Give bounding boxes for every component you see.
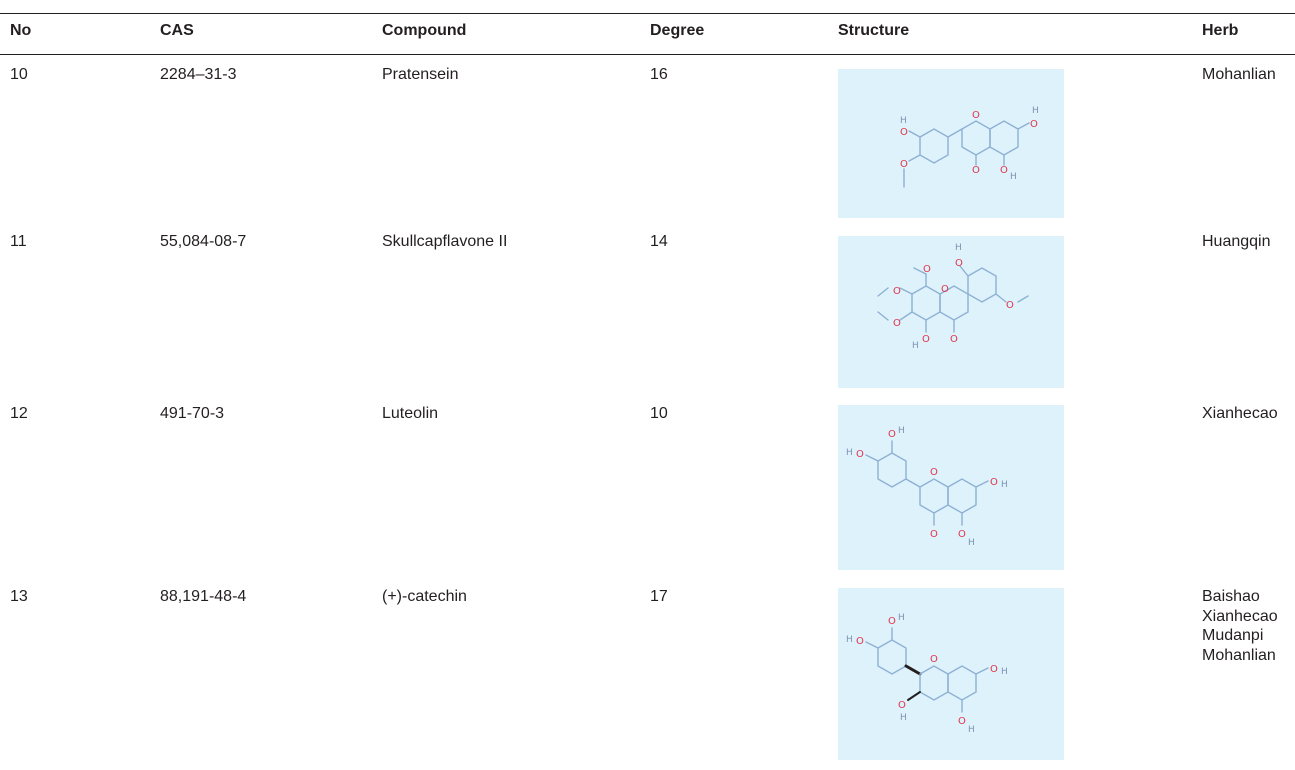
oxygen-label: O (990, 477, 998, 488)
table-top-rule (0, 13, 1295, 14)
herb-name: Mudanpi (1202, 627, 1264, 644)
oxygen-label: O (898, 700, 906, 711)
oxygen-label: O (930, 467, 938, 478)
hydrogen-label: H (968, 725, 975, 735)
header-herb: Herb (1202, 22, 1239, 39)
oxygen-label: O (888, 616, 896, 627)
header-compound: Compound (382, 22, 467, 39)
hydrogen-label: H (1032, 106, 1039, 116)
hydrogen-label: H (912, 341, 919, 351)
herb-name: Baishao (1202, 588, 1260, 605)
oxygen-label: O (950, 334, 958, 345)
oxygen-label: O (958, 716, 966, 727)
hydrogen-label: H (968, 538, 975, 548)
oxygen-label: O (888, 429, 896, 440)
cell-compound: (+)-catechin (382, 588, 467, 605)
header-no: No (10, 22, 32, 39)
cell-degree: 14 (650, 233, 668, 250)
oxygen-label: O (941, 284, 949, 295)
herb-name: Huangqin (1202, 233, 1271, 250)
oxygen-label: O (1030, 119, 1038, 130)
hydrogen-label: H (1010, 172, 1017, 182)
herb-name: Xianhecao (1202, 405, 1278, 422)
hydrogen-label: H (898, 426, 905, 436)
cell-compound: Skullcapflavone II (382, 233, 508, 250)
hydrogen-label: H (1001, 667, 1008, 677)
hydrogen-label: H (846, 448, 853, 458)
oxygen-label: O (900, 127, 908, 138)
oxygen-label: O (893, 286, 901, 297)
oxygen-label: O (900, 159, 908, 170)
cell-herb: Baishao Xianhecao Mudanpi Mohanlian (1202, 587, 1278, 665)
catechin-structure-icon: O H H O O O H O H O H (838, 588, 1064, 760)
hydrogen-label: H (846, 635, 853, 645)
oxygen-label: O (856, 449, 864, 460)
herb-name: Xianhecao (1202, 607, 1278, 625)
cell-cas: 88,191-48-4 (160, 588, 247, 605)
oxygen-label: O (930, 654, 938, 665)
oxygen-label: O (923, 264, 931, 275)
cell-degree: 10 (650, 405, 668, 422)
skullcapflavone-ii-structure-icon: O O O O H O O O H O (838, 236, 1064, 388)
cell-cas: 2284–31-3 (160, 66, 237, 83)
herb-name: Mohanlian (1202, 66, 1276, 83)
cell-herb: Huangqin (1202, 232, 1271, 252)
cell-herb: Xianhecao (1202, 404, 1278, 424)
oxygen-label: O (972, 110, 980, 121)
header-degree: Degree (650, 22, 705, 39)
hydrogen-label: H (1001, 480, 1008, 490)
cell-herb: Mohanlian (1202, 65, 1276, 85)
header-structure: Structure (838, 22, 910, 39)
hydrogen-label: H (955, 243, 962, 253)
oxygen-label: O (972, 165, 980, 176)
cell-no: 13 (10, 588, 28, 605)
luteolin-structure-icon: O H H O O O O H O H (838, 405, 1064, 570)
cell-compound: Pratensein (382, 66, 459, 83)
cell-no: 12 (10, 405, 28, 422)
oxygen-label: O (922, 334, 930, 345)
oxygen-label: O (893, 318, 901, 329)
cell-no: 10 (10, 66, 28, 83)
cell-cas: 55,084-08-7 (160, 233, 247, 250)
hydrogen-label: H (900, 713, 907, 723)
header-cas: CAS (160, 22, 194, 39)
hydrogen-label: H (900, 116, 907, 126)
header-rule (0, 54, 1295, 55)
oxygen-label: O (990, 664, 998, 675)
cell-compound: Luteolin (382, 405, 439, 422)
oxygen-label: O (930, 529, 938, 540)
cell-cas: 491-70-3 (160, 405, 225, 422)
oxygen-label: O (1006, 300, 1014, 311)
pratensein-structure-icon: O O H O O H H O O (838, 69, 1064, 218)
cell-no: 11 (10, 233, 27, 250)
herb-name: Mohanlian (1202, 646, 1276, 664)
oxygen-label: O (856, 636, 864, 647)
cell-degree: 16 (650, 66, 668, 83)
hydrogen-label: H (898, 613, 905, 623)
oxygen-label: O (955, 258, 963, 269)
cell-degree: 17 (650, 588, 668, 605)
oxygen-label: O (958, 529, 966, 540)
oxygen-label: O (1000, 165, 1008, 176)
